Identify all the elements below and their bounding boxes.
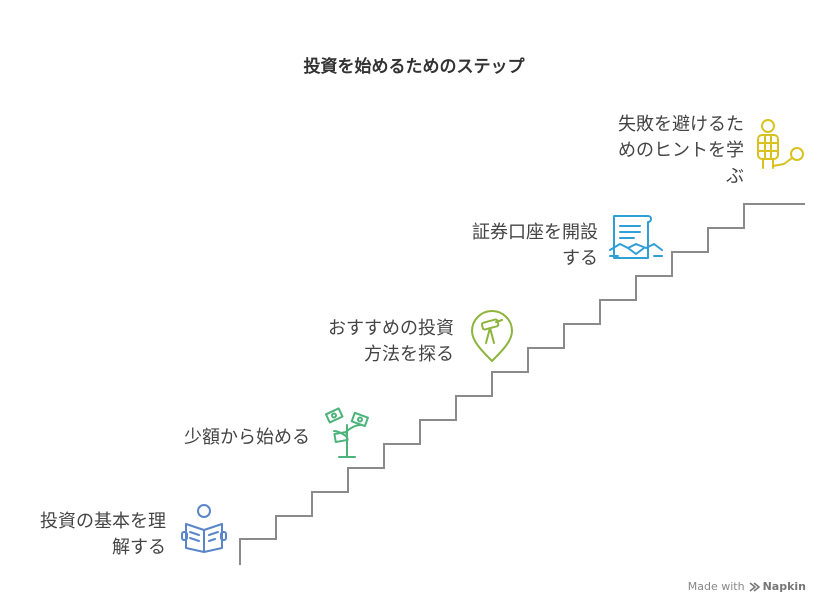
made-with-napkin-footer[interactable]: Made with Napkin bbox=[688, 580, 806, 593]
napkin-logo-icon bbox=[749, 581, 760, 592]
step-1-label: 投資の基本を理 解する bbox=[40, 511, 166, 558]
step-2-label: 少額から始める bbox=[184, 427, 310, 448]
diagram-title: 投資を始めるためのステップ bbox=[303, 57, 525, 77]
step-3-label: おすすめの投資 方法を探る bbox=[328, 318, 454, 365]
person-with-ball-and-chain-icon bbox=[757, 119, 804, 169]
step-5-label: 失敗を避けるた めのヒントを学 ぶ bbox=[618, 114, 744, 187]
made-with-text: Made with bbox=[687, 580, 745, 593]
contract-handshake-icon bbox=[609, 215, 663, 259]
step-4-label: 証券口座を開設 する bbox=[472, 222, 598, 269]
napkin-brand-text: Napkin bbox=[762, 580, 806, 593]
money-plant-icon bbox=[324, 407, 369, 458]
staircase-line bbox=[239, 203, 805, 565]
book-reading-icon bbox=[181, 504, 227, 553]
telescope-pin-icon bbox=[471, 310, 513, 362]
